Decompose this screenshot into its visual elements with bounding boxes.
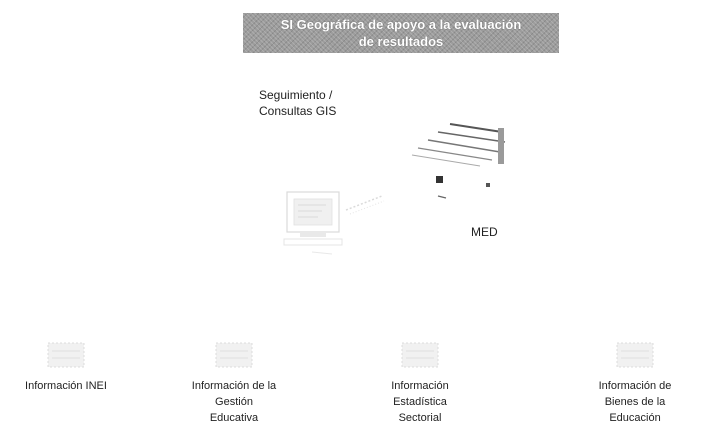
source-inei: Información INEI [4,340,128,394]
source-bienes-line-2: Bienes de la [604,396,666,408]
source-estadistica-sectorial: Información Estadística Sectorial [358,340,482,426]
database-icon [401,342,439,368]
source-gestion-line-2: Gestión [215,396,253,408]
desktop-computer-icon [283,191,343,255]
seguimiento-label: Seguimiento / Consultas GIS [259,87,336,119]
source-gestion-line-1: Información de la [191,380,277,392]
source-estadistica-line-3: Sectorial [398,412,442,424]
server-stack-icon [411,123,506,199]
seguimiento-line-1: Seguimiento / [259,88,333,102]
source-inei-line-1: Información INEI [25,380,107,392]
source-bienes-educacion: Información de Bienes de la Educación [570,340,700,426]
seguimiento-line-2: Consultas GIS [259,104,337,118]
title-line-2: de resultados [358,34,444,49]
source-estadistica-line-1: Información [391,380,449,392]
database-icon [616,342,654,368]
source-gestion-line-3: Educativa [209,412,259,424]
database-icon [47,342,85,368]
med-label: MED [471,225,498,239]
diagram-title-banner: SI Geográfica de apoyo a la evaluación d… [243,13,559,53]
source-estadistica-line-2: Estadística [393,396,447,408]
title-line-1: SI Geográfica de apoyo a la evaluación [280,17,522,32]
network-connection-icon [345,195,385,215]
source-bienes-line-3: Educación [609,412,661,424]
source-bienes-line-1: Información de [598,380,672,392]
source-gestion-educativa: Información de la Gestión Educativa [172,340,296,426]
database-icon [215,342,253,368]
